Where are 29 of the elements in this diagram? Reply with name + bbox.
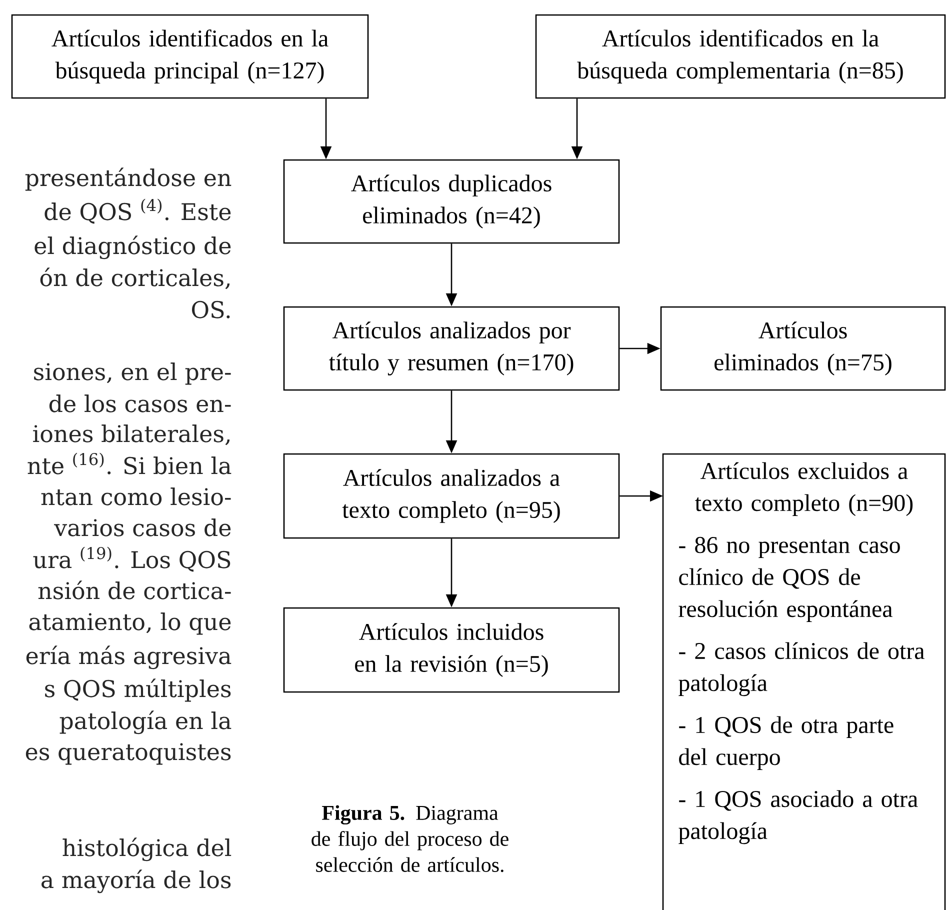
- process-box: Artículos analizados por título y resumen (n=170): [283, 306, 620, 391]
- text-line: el diagnóstico de: [34, 236, 231, 260]
- text-line: siones, en el pre-: [34, 362, 231, 385]
- text-line: nte $^{(16)}$. Si bien la: [28, 452, 232, 474]
- process-box: Artículos duplicados eliminados (n=42): [283, 159, 620, 244]
- process-box: Artículos analizados a texto completo (n=95): [283, 453, 620, 539]
- figure-caption: Figura 5. Diagrama de flujo del proceso de selección de artículos.: [312, 805, 508, 872]
- text-line: s QOS múltiples: [45, 678, 231, 702]
- text-line: es queratoquistes: [26, 743, 231, 765]
- text-line: histológica del: [62, 838, 232, 862]
- text-line: a mayoría de los: [42, 870, 231, 894]
- text-line: patología en la: [60, 710, 232, 734]
- process-box: Artículos incluidos en la revisión (n=5): [283, 607, 620, 693]
- text-line: atamiento, lo que: [29, 612, 231, 635]
- text-line: ón de corticales,: [40, 268, 230, 290]
- text-line: ntan como lesio-: [41, 488, 231, 506]
- text-line: ura $^{(19)}$. Los QOS: [33, 546, 230, 572]
- text-line: iones bilaterales,: [33, 424, 230, 446]
- text-line: de QOS $^{(4)}$. Este: [44, 198, 231, 224]
- text-line: presentándose en: [25, 168, 232, 191]
- exclusion-box: Artículos excluidos a texto completo (n=90) - 86 no presentan caso clínico de QOS de resolución espontánea - 2 casos clínicos de otra patología - 1 QOS de otra parte del cuerpo - 1 QOS asociado a otra patología: [662, 453, 946, 910]
- process-box: Artículos identificados en la búsqueda complementaria (n=85): [535, 14, 946, 99]
- process-box: Artículos eliminados (n=75): [660, 306, 946, 391]
- text-line: de los casos en-: [49, 394, 231, 412]
- text-line: nsión de cortica-: [38, 580, 231, 600]
- process-box: Artículos identificados en la búsqueda principal (n=127): [11, 14, 369, 99]
- text-line: varios casos de: [54, 518, 231, 536]
- text-line: OS.: [192, 300, 230, 318]
- text-line: ería más agresiva: [26, 646, 232, 670]
